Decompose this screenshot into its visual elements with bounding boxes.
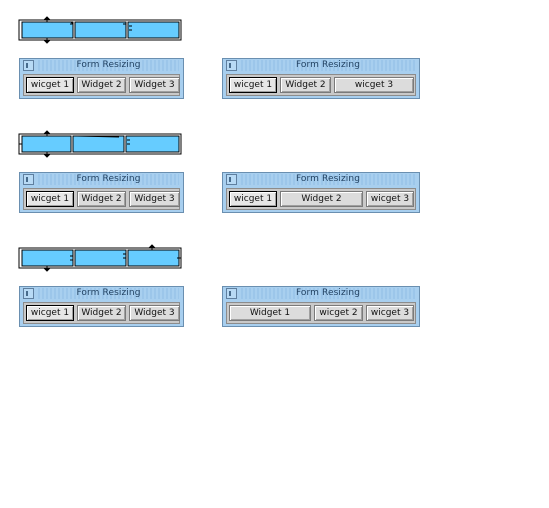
attach-right-marks — [127, 139, 130, 145]
widget-2-button[interactable]: Widget 2 — [280, 77, 331, 93]
widget-2-button[interactable]: Widget 2 — [280, 191, 363, 207]
widget-3-button[interactable]: wicget 3 — [366, 191, 414, 207]
diagram-cell-3 — [125, 135, 180, 153]
window-title: Form Resizing — [241, 174, 415, 185]
window-menu-button[interactable] — [23, 174, 34, 185]
attach-bottom-arrow — [43, 266, 51, 272]
diagram-cell-2 — [72, 135, 125, 153]
widget-2-button[interactable]: Widget 2 — [77, 191, 126, 207]
attach-bottom-arrow — [43, 38, 51, 44]
window-title: Form Resizing — [241, 288, 415, 299]
attach-mid-marks — [123, 253, 126, 259]
widget-3-button[interactable]: wicget 3 — [334, 77, 414, 93]
attach-left-arrow — [70, 21, 74, 25]
titlebar: Form Resizing — [20, 59, 183, 72]
widget-3-button[interactable]: Widget 3 — [129, 191, 180, 207]
attach-right-marks — [129, 25, 132, 31]
window-menu-button[interactable] — [226, 288, 237, 299]
window-2-after: Form Resizing wicget 1 Widget 2 wicget 3 — [222, 172, 420, 213]
window-title: Form Resizing — [38, 174, 179, 185]
widget-2-button[interactable]: Widget 2 — [77, 305, 126, 321]
widget-2-button[interactable]: wicget 2 — [314, 305, 363, 321]
form: Widget 1 wicget 2 wicget 3 — [226, 302, 416, 324]
titlebar: Form Resizing — [223, 287, 419, 300]
widget-1-button[interactable]: wicget 1 — [229, 77, 277, 93]
window-2-before: Form Resizing wicget 1 Widget 2 Widget 3 — [19, 172, 184, 213]
window-menu-button[interactable] — [226, 60, 237, 71]
diagram-cell-2 — [74, 21, 127, 39]
form: wicget 1 Widget 2 wicget 3 — [226, 74, 416, 96]
widget-2-button[interactable]: Widget 2 — [77, 77, 126, 93]
widget-3-button[interactable]: Widget 3 — [129, 305, 180, 321]
form: wicget 1 Widget 2 Widget 3 — [23, 74, 180, 96]
diagram-cell-3 — [127, 249, 180, 267]
attachment-diagram-3 — [18, 244, 182, 272]
window-menu-button[interactable] — [23, 288, 34, 299]
titlebar: Form Resizing — [223, 59, 419, 72]
widget-1-button[interactable]: wicget 1 — [229, 191, 277, 207]
diagram-cell-3 — [127, 21, 180, 39]
widget-1-button[interactable]: Widget 1 — [229, 305, 311, 321]
titlebar: Form Resizing — [223, 173, 419, 186]
attach-span-line — [76, 135, 120, 138]
titlebar: Form Resizing — [20, 173, 183, 186]
form: wicget 1 Widget 2 Widget 3 — [23, 302, 180, 324]
attach-top-arrow — [43, 16, 51, 22]
window-title: Form Resizing — [38, 60, 179, 71]
window-3-before: Form Resizing wicget 1 Widget 2 Widget 3 — [19, 286, 184, 327]
attach-bottom-arrow — [43, 152, 51, 158]
window-1-after: Form Resizing wicget 1 Widget 2 wicget 3 — [222, 58, 420, 99]
attachment-diagram-1 — [18, 16, 182, 44]
form: wicget 1 Widget 2 wicget 3 — [226, 188, 416, 210]
titlebar: Form Resizing — [20, 287, 183, 300]
widget-1-button[interactable]: wicget 1 — [26, 77, 74, 93]
diagram-cell-1 — [21, 21, 74, 39]
widget-3-button[interactable]: wicget 3 — [366, 305, 414, 321]
widget-1-button[interactable]: wicget 1 — [26, 305, 74, 321]
diagram-cell-1 — [21, 249, 74, 267]
window-title: Form Resizing — [38, 288, 179, 299]
attach-top-arrow — [43, 130, 51, 136]
attach-top-arrow — [148, 244, 156, 250]
form: wicget 1 Widget 2 Widget 3 — [23, 188, 180, 210]
window-menu-button[interactable] — [226, 174, 237, 185]
window-3-after: Form Resizing Widget 1 wicget 2 wicget 3 — [222, 286, 420, 327]
widget-3-button[interactable]: Widget 3 — [129, 77, 180, 93]
attach-left-marks — [70, 255, 73, 261]
diagram-cell-1 — [21, 135, 72, 153]
widget-1-button[interactable]: wicget 1 — [26, 191, 74, 207]
attachment-diagram-2 — [18, 130, 182, 158]
window-menu-button[interactable] — [23, 60, 34, 71]
window-title: Form Resizing — [241, 60, 415, 71]
window-1-before: Form Resizing wicget 1 Widget 2 Widget 3 — [19, 58, 184, 99]
diagram-cell-2 — [74, 249, 127, 267]
